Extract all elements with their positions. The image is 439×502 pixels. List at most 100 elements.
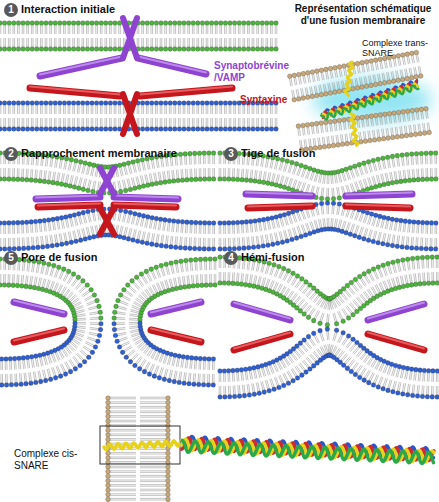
lipid-head [331,143,336,148]
lipid-head [99,21,104,26]
lipid-head [373,58,378,63]
lipid-head [25,47,30,52]
lipid-head [58,21,63,26]
lipid-head [386,181,391,186]
lipid-head [310,122,315,127]
lipid-head [378,113,383,118]
lipid-head [231,177,236,182]
lipid-head [177,101,182,106]
lipid-head [53,101,58,106]
lipid-head [328,119,333,124]
lipid-head [232,21,237,26]
lipid-head [392,111,397,116]
lipid-head [372,138,377,143]
lipid-head [2,177,7,182]
lipid-head [400,153,405,158]
lipid-head [207,151,212,156]
lipid-head [348,165,353,170]
lipid-head [325,197,330,202]
lipid-head [400,134,405,139]
lipid-head [135,239,140,244]
lipid-head [163,101,168,106]
lipid-head [26,246,31,251]
lipid-head [35,127,40,132]
lipid-head [192,246,197,251]
lipid-head [86,209,91,214]
lipid-head [337,89,342,94]
lipid-head [180,220,185,225]
lipid-head [405,52,410,57]
lipid-head [188,246,193,251]
lipid-head [177,47,182,52]
lipid-head [396,78,401,83]
lipid-head [414,151,419,156]
lipid-head [0,21,2,26]
lipid-head [381,156,386,161]
lipid-head [200,101,205,106]
lipid-head [104,21,109,26]
lipid-head [58,101,63,106]
lipid-head [223,101,228,106]
lipid-head [74,239,79,244]
lipid-head [76,47,81,52]
lipid-head [207,221,212,226]
lipid-head [255,21,260,26]
lipid-head [182,21,187,26]
lipid-head [410,51,415,56]
panel-membrane-approach [0,151,216,252]
lipid-head [196,21,201,26]
lipid-head [269,21,274,26]
lipid-head [163,21,168,26]
lipid-head [197,246,202,251]
membrane-guide [300,120,432,138]
lipid-head [274,47,279,52]
lipid-head [306,71,311,76]
lipid-head [67,101,72,106]
lipid-head [237,21,242,26]
lipid-head [390,154,395,159]
lipid-head [25,21,30,26]
lipid-head [163,180,168,185]
lipid-head [219,47,224,52]
lipid-head [251,127,256,132]
lipid-head [305,95,310,100]
lipid-head [222,177,227,182]
lipid-head [192,151,197,156]
lipid-head [94,127,99,132]
lipid-head [418,131,423,136]
lipid-head [369,59,374,64]
lipid-head [11,47,16,52]
lipid-head [407,178,412,183]
lipid-head [2,21,7,26]
lipid-head [46,218,51,223]
lipid-head [344,167,349,172]
lipid-head [296,97,301,102]
lipid-head [387,80,392,85]
lipid-head [150,47,155,52]
lipid-head [154,21,159,26]
lipid-head [286,186,291,191]
lipid-head [48,47,53,52]
lipid-head [25,101,30,106]
lipid-head [368,138,373,143]
lipid-head [223,47,228,52]
lipid-head [333,90,338,95]
lipid-head [319,68,324,73]
lipid-head [373,184,378,189]
lipid-head [191,47,196,52]
transmembrane-domain [123,94,137,134]
lipid-head [154,216,159,221]
lipid-head [146,215,151,220]
lipid-head [246,21,251,26]
transmembrane-domain [123,18,137,58]
lipid-head [21,246,26,251]
lipid-head [159,21,164,26]
rod-highlight [38,204,100,206]
lipid-head [205,47,210,52]
lipid-head [202,177,207,182]
lipid-head [44,21,49,26]
lipid-head [383,112,388,117]
lipid-head [223,21,228,26]
lipid-head [62,101,67,106]
lipid-head [11,221,16,226]
